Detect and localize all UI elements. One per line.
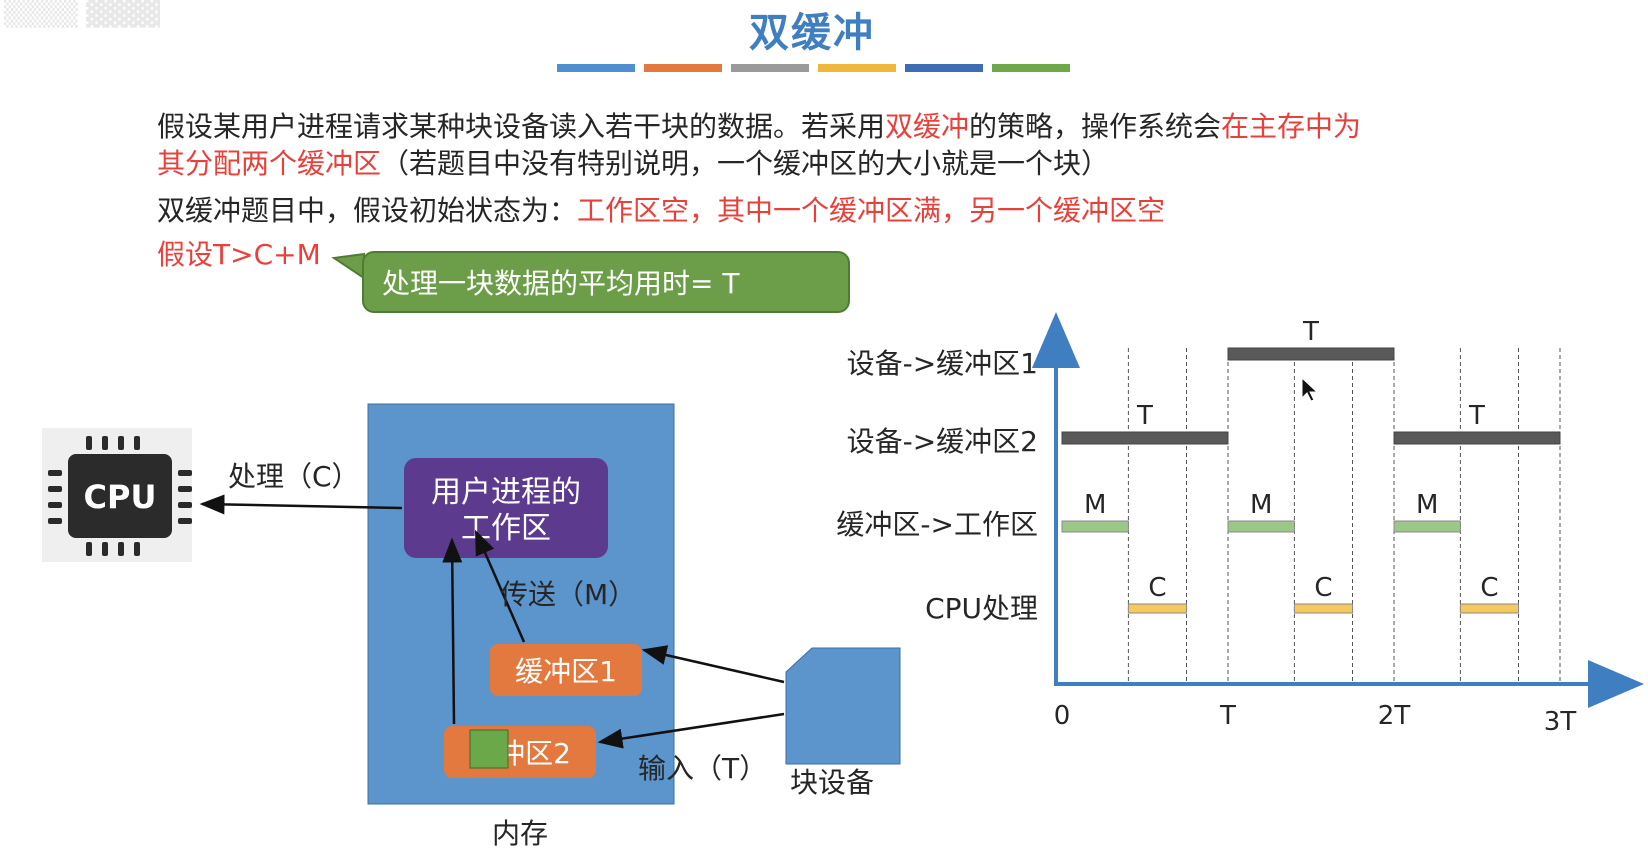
color-bar-segment: [731, 64, 809, 72]
timeline-bars: T T T M M M C C C: [1061, 317, 1561, 614]
block-device-shape: [785, 647, 901, 765]
cpu-label: CPU: [84, 478, 157, 516]
para1-note: （若题目中没有特别说明，一个缓冲区的大小就是一个块）: [381, 147, 1110, 180]
block-device-label: 块设备: [790, 766, 874, 799]
device-to-buffer2-arrow: [597, 712, 785, 749]
transfer-arrow: [474, 529, 526, 643]
work-area-label-line1: 用户进程的: [431, 475, 581, 510]
timeline-tick-label: T: [1219, 701, 1236, 731]
timeline-bar-label: M: [1250, 490, 1272, 520]
timeline-row-label: 设备->缓冲区2: [847, 425, 1038, 458]
transfer-label: 传送（M）: [500, 578, 636, 611]
timeline-bar-label: M: [1084, 490, 1106, 520]
color-bar-segment: [557, 64, 635, 72]
timeline-bar-label: C: [1480, 573, 1498, 603]
title-color-bar: [557, 64, 1070, 72]
timeline-bar-label: C: [1314, 573, 1332, 603]
process-arrow: [199, 494, 403, 515]
timeline-bar-C: [1127, 603, 1188, 614]
buffer-diagram: CPU 用户进程的 工作区 缓冲区1 缓冲区2 处理（C） 传送（M） 输入（T…: [42, 403, 901, 850]
timeline-bar-T: [1227, 347, 1395, 361]
timeline-bar-label: T: [1302, 317, 1319, 347]
paragraph-1: 假设某用户进程请求某种块设备读入若干块的数据。若采用双缓冲的策略，操作系统会在主…: [157, 108, 1361, 182]
paragraph-2: 双缓冲题目中，假设初始状态为：工作区空，其中一个缓冲区满，另一个缓冲区空: [157, 192, 1165, 229]
para1-text: 假设某用户进程请求某种块设备读入若干块的数据。若采用: [157, 110, 886, 143]
data-block-marker: [469, 729, 509, 769]
para1-highlight-double-buffer: 双缓冲: [885, 110, 970, 143]
timeline-bar-C: [1293, 603, 1354, 614]
color-bar-segment: [905, 64, 983, 72]
timeline-bar-T: [1393, 431, 1561, 445]
process-label: 处理（C）: [228, 460, 360, 493]
para1-text: 的策略，操作系统会: [969, 110, 1222, 143]
input-label: 输入（T）: [638, 752, 767, 785]
memory-label: 内存: [492, 817, 548, 850]
timeline-bar-label: T: [1468, 401, 1485, 431]
watermark-logo: ▒▒▒▒ ▓▓▓▓: [4, 0, 161, 28]
timeline-tick-label: 2T: [1378, 701, 1411, 731]
timeline-row-label: 设备->缓冲区1: [847, 347, 1038, 380]
timeline-tick-labels: 0 T 2T 3T: [1054, 701, 1577, 737]
device-to-buffer1-arrow: [641, 645, 785, 684]
timeline-bar-M: [1393, 520, 1461, 533]
timeline-row-label: CPU处理: [925, 592, 1038, 625]
color-bar-segment: [992, 64, 1070, 72]
timeline-gridlines: [1127, 348, 1561, 684]
work-area-box: [404, 458, 608, 558]
timeline-bar-M: [1061, 520, 1129, 533]
color-bar-segment: [818, 64, 896, 72]
color-bar-segment: [644, 64, 722, 72]
callout-box: 处理一块数据的平均用时= T: [362, 251, 850, 313]
timeline-tick-label: 3T: [1544, 707, 1577, 737]
para2-initial-state: 工作区空，其中一个缓冲区满，另一个缓冲区空: [577, 194, 1166, 227]
timeline-bar-label: C: [1148, 573, 1166, 603]
timeline-tick-label: 0: [1054, 701, 1071, 731]
page-title: 双缓冲: [749, 10, 875, 56]
para1-highlight-main-memory: 在主存中为: [1221, 110, 1362, 143]
timeline-bar-label: M: [1416, 490, 1438, 520]
buffer-1-label: 缓冲区1: [515, 655, 617, 688]
timeline-bar-T: [1061, 431, 1229, 445]
buffer-1-box: [490, 644, 642, 696]
para2-text: 双缓冲题目中，假设初始状态为：: [157, 194, 578, 227]
timeline-row-labels: 设备->缓冲区1 设备->缓冲区2 缓冲区->工作区 CPU处理: [836, 347, 1038, 625]
mouse-cursor-icon: [1301, 376, 1319, 402]
timeline-bar-label: T: [1136, 401, 1153, 431]
timeline-bar-C: [1459, 603, 1520, 614]
buffer2-to-work-arrow: [442, 537, 463, 725]
timeline-row-label: 缓冲区->工作区: [836, 508, 1038, 541]
para1-highlight-two-buffers: 其分配两个缓冲区: [157, 147, 382, 180]
cpu-chip-icon: CPU: [42, 428, 192, 562]
assumption-text: 假设T>C+M: [157, 238, 321, 271]
timeline-bar-M: [1227, 520, 1295, 533]
